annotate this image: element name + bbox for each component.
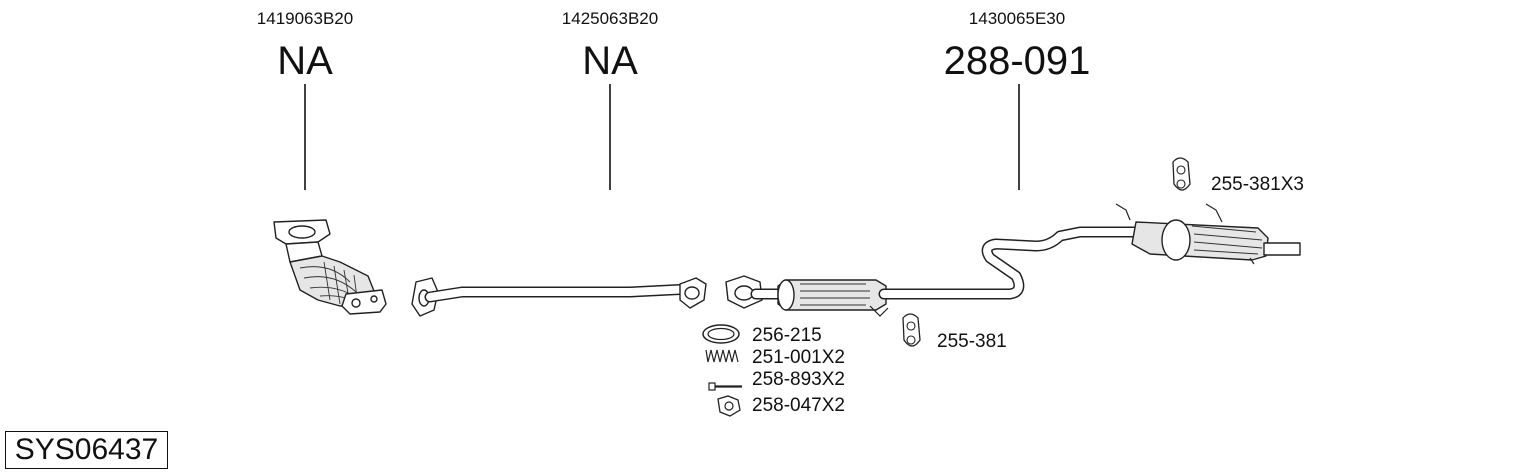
front-pipe-part-number[interactable]: NA (277, 39, 333, 83)
rear-silencer-part-number[interactable]: 288-091 (944, 39, 1091, 83)
rear-pipe-fill (880, 228, 1154, 298)
middle-pipe-part-number[interactable]: NA (582, 39, 638, 83)
rear-section-flange-hole (734, 285, 754, 301)
middle-pipe-rear-flange-hole (684, 286, 700, 300)
rear-hanger-rod-1 (1115, 203, 1131, 221)
tailpipe (1263, 242, 1301, 256)
middle-pipe-ref-code: 1425063B20 (562, 9, 658, 28)
manifold-flange-hole (288, 225, 316, 239)
front-pipe-ref-code: 1419063B20 (257, 9, 353, 28)
rear-silencer-front-cap (1161, 219, 1191, 261)
hanger-rear-part-label[interactable]: 255-381X3 (1211, 174, 1304, 195)
rear-hanger-rod-2 (1205, 203, 1223, 223)
catalyst-heat-shield (323, 261, 359, 306)
bolt-part-label[interactable]: 258-893X2 (752, 369, 845, 390)
middle-pipe-body-fill (426, 285, 694, 301)
catalyst-outlet-flange (341, 289, 387, 315)
centre-silencer-shading (800, 283, 870, 306)
bolt-icon[interactable] (708, 382, 742, 391)
nut-part-label[interactable]: 258-047X2 (752, 395, 845, 416)
catalyst-flange-bolt-hole-2 (370, 295, 378, 303)
front-pipe-catalyst-part[interactable] (273, 219, 387, 315)
rear-silencer-ref-code: 1430065E30 (969, 9, 1065, 28)
ring-gasket-icon[interactable] (702, 324, 740, 344)
catalyst-shading (299, 266, 363, 305)
system-code-box: SYS06437 (5, 431, 168, 469)
rear-hanger-rod-3 (1249, 257, 1255, 265)
flange-nut-icon[interactable] (717, 395, 741, 417)
gasket-part-label[interactable]: 256-215 (752, 325, 822, 346)
rear-silencer-box (1131, 221, 1269, 261)
centre-silencer-end-cap (777, 279, 795, 311)
catalyst-flange-bolt-hole (351, 298, 361, 308)
spring-icon[interactable] (705, 349, 739, 363)
rubber-hanger-icon-rear[interactable] (1172, 157, 1191, 191)
rear-silencer-part[interactable] (725, 203, 1301, 317)
rear-silencer-shading (1191, 225, 1263, 255)
middle-pipe-part[interactable] (411, 277, 707, 317)
rubber-hanger-icon[interactable] (902, 313, 921, 347)
centre-hanger-bracket (869, 305, 889, 317)
system-code: SYS06437 (14, 433, 159, 466)
spring-part-label[interactable]: 251-001X2 (752, 347, 845, 368)
hanger-mid-part-label[interactable]: 255-381 (937, 331, 1007, 352)
